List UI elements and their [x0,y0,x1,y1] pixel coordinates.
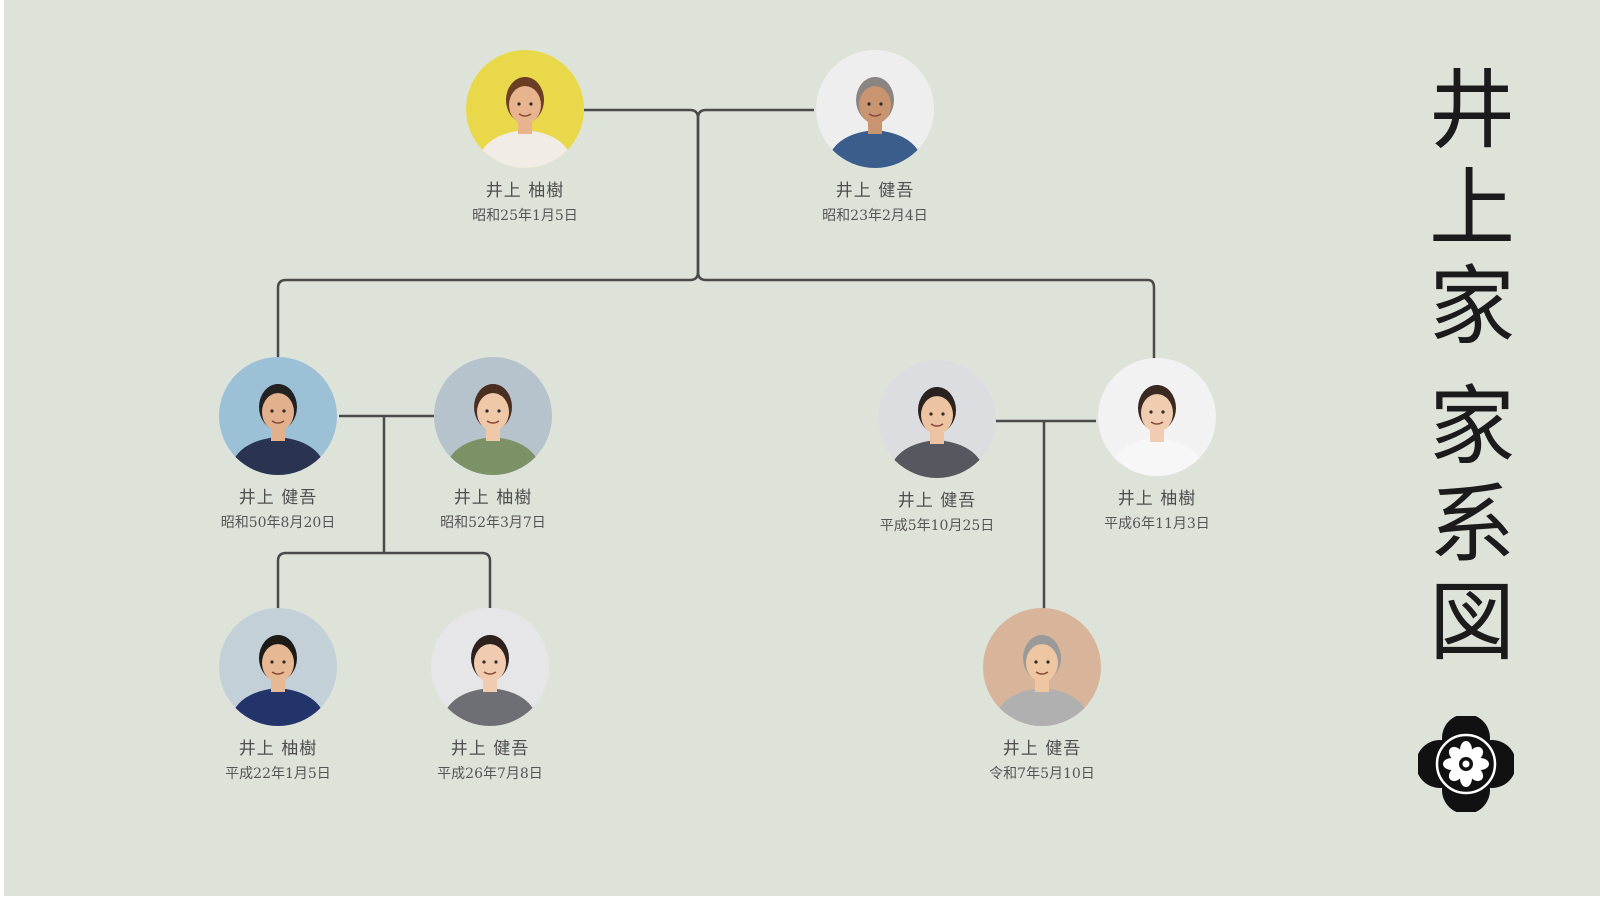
title-char: 家 [1429,377,1515,477]
portrait-photo [434,357,552,475]
person-birthdate: 平成22年1月5日 [225,766,331,782]
person-card[interactable]: 井上 健吾 平成26年7月8日 [405,608,575,784]
person-birthdate: 昭和23年2月4日 [822,208,928,224]
title-char: 系 [1429,475,1515,575]
person-birthdate: 昭和50年8月20日 [220,515,336,531]
person-name: 井上 健吾 [238,488,318,508]
portrait-photo [983,608,1101,726]
person-birthdate: 昭和52年3月7日 [440,515,546,531]
person-name: 井上 健吾 [1002,739,1082,759]
portrait-photo [816,50,934,168]
title-char: 家 [1429,257,1515,357]
page-title: 井 上 家 家 系 図 [1422,62,1522,672]
connector-grandparents [276,108,700,360]
person-birthdate: 平成5年10月25日 [879,518,995,534]
portrait-photo [219,608,337,726]
person-card[interactable]: 井上 柚樹 昭和25年1月5日 [440,50,610,226]
title-char: 上 [1429,159,1515,259]
person-card[interactable]: 井上 健吾 昭和23年2月4日 [790,50,960,226]
person-birthdate: 平成6年11月3日 [1104,516,1210,532]
portrait-photo [1098,358,1216,476]
person-card[interactable]: 井上 健吾 令和7年5月10日 [957,608,1127,784]
family-tree-canvas: 井上 柚樹 昭和25年1月5日 井上 健吾 昭和23年2月4日 井上 健吾 昭和… [4,0,1600,896]
person-name: 井上 健吾 [835,181,915,201]
portrait-photo [878,360,996,478]
title-char: 図 [1429,573,1515,673]
person-birthdate: 平成26年7月8日 [437,766,543,782]
portrait-photo [431,608,549,726]
connector-grandparents-right [696,108,1156,360]
person-birthdate: 昭和25年1月5日 [472,208,578,224]
person-card[interactable]: 井上 柚樹 昭和52年3月7日 [408,357,578,533]
person-name: 井上 柚樹 [238,739,318,759]
portrait-photo [466,50,584,168]
person-name: 井上 柚樹 [485,181,565,201]
person-card[interactable]: 井上 健吾 平成5年10月25日 [852,360,1022,536]
connector-lines [276,108,1156,612]
portrait-photo [219,357,337,475]
title-char: 井 [1429,61,1515,161]
person-name: 井上 健吾 [450,739,530,759]
person-birthdate: 令和7年5月10日 [989,766,1095,782]
person-name: 井上 柚樹 [453,488,533,508]
person-card[interactable]: 井上 柚樹 平成22年1月5日 [193,608,363,784]
person-card[interactable]: 井上 健吾 昭和50年8月20日 [193,357,363,533]
person-name: 井上 柚樹 [1117,489,1197,509]
person-name: 井上 健吾 [897,491,977,511]
person-card[interactable]: 井上 柚樹 平成6年11月3日 [1072,358,1242,534]
family-crest-icon [1416,714,1516,816]
connector-left-children [276,416,492,610]
